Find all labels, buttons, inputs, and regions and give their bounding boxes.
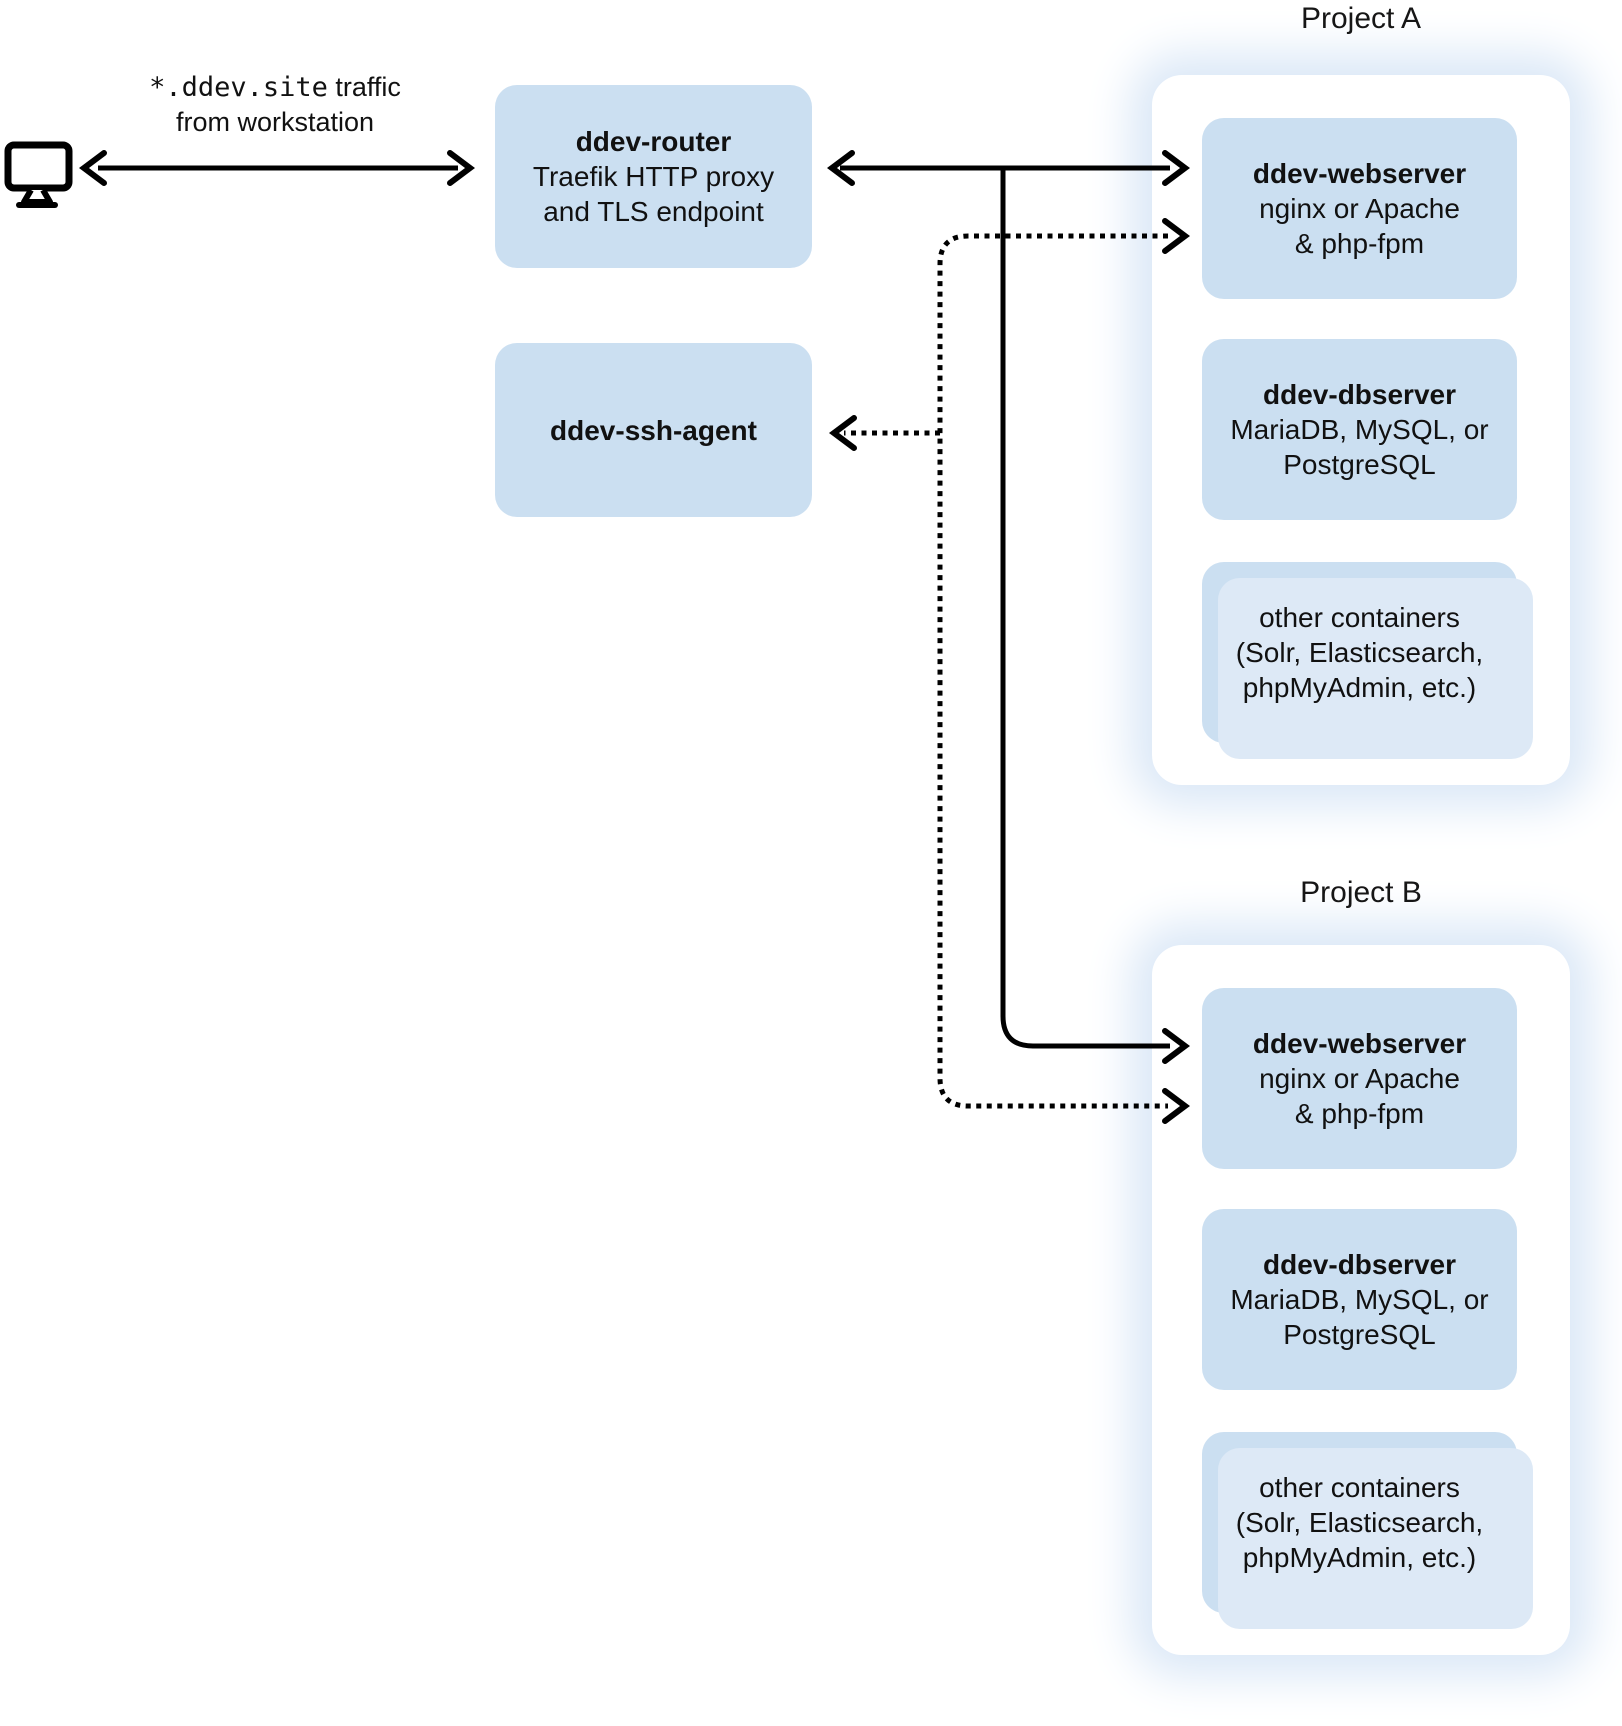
project-a-dbserver-box: ddev-dbserver MariaDB, MySQL, or Postgre… [1202,339,1517,520]
project-b-label: Project B [1300,876,1422,909]
webserver-line1: nginx or Apache [1259,1063,1460,1094]
other-line1: other containers [1259,1472,1460,1503]
other-line2: (Solr, Elasticsearch, [1235,637,1484,668]
ddev-router-box: ddev-router Traefik HTTP proxy and TLS e… [495,85,812,268]
project-b-dbserver-box: ddev-dbserver MariaDB, MySQL, or Postgre… [1202,1209,1517,1390]
project-a-other-containers-box: other containers (Solr, Elasticsearch, p… [1202,562,1533,759]
workstation-router-arrow [79,150,475,186]
other-line3: phpMyAdmin, etc.) [1242,1542,1477,1573]
traffic-label-domain: *.ddev.site [149,72,328,103]
other-line2: (Solr, Elasticsearch, [1235,1507,1484,1538]
webserver-line1: nginx or Apache [1259,193,1460,224]
webserver-line2: & php-fpm [1294,1098,1425,1129]
dbserver-line1: MariaDB, MySQL, or [1230,1284,1489,1315]
webserver-title: ddev-webserver [1252,158,1467,189]
traffic-label-line2: from workstation [175,107,375,137]
router-project-a-arrow [827,150,1190,186]
monitor-icon [4,141,73,208]
project-b-other-containers-box: other containers (Solr, Elasticsearch, p… [1202,1432,1533,1629]
project-a-webserver-box: ddev-webserver nginx or Apache & php-fpm [1202,118,1517,299]
ddev-ssh-agent-box: ddev-ssh-agent [495,343,812,517]
dbserver-title: ddev-dbserver [1263,379,1456,410]
traffic-label-suffix: traffic [327,72,401,102]
dbserver-title: ddev-dbserver [1263,1249,1456,1280]
project-a-label: Project A [1300,2,1422,35]
traffic-label-line1: *.ddev.site traffic [110,70,440,105]
ssh-agent-dotted-trunk [829,218,1190,1124]
dotted-arrowhead-ssh-agent [829,415,857,451]
workstation-traffic-label: *.ddev.site traffic from workstation [110,70,440,139]
dbserver-line1: MariaDB, MySQL, or [1230,414,1489,445]
dbserver-line2: PostgreSQL [1283,1319,1436,1350]
project-b-webserver-box: ddev-webserver nginx or Apache & php-fpm [1202,988,1517,1169]
dbserver-line2: PostgreSQL [1283,449,1436,480]
other-line1: other containers [1259,602,1460,633]
ssh-agent-title: ddev-ssh-agent [550,414,757,446]
router-title: ddev-router [575,126,732,157]
webserver-title: ddev-webserver [1252,1028,1467,1059]
other-line3: phpMyAdmin, etc.) [1242,672,1477,703]
webserver-line2: & php-fpm [1294,228,1425,259]
router-subtitle-line1: Traefik HTTP proxy [532,161,775,192]
router-subtitle-line2: and TLS endpoint [543,196,764,227]
